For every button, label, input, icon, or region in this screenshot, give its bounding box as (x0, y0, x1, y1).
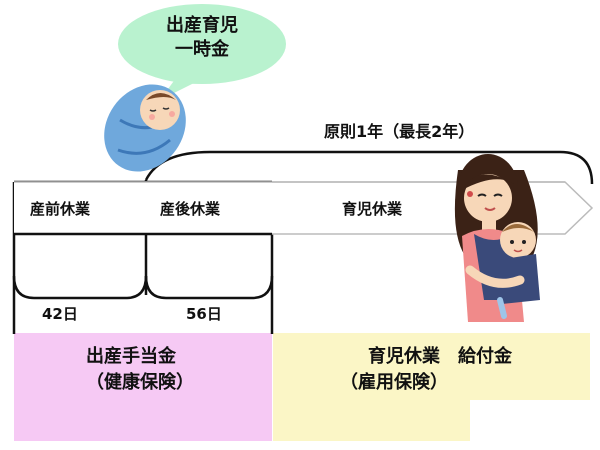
childcare-benefit-title: 育児休業 給付金 (368, 346, 512, 367)
childcare-duration-label: 原則1年（最長2年） (324, 122, 475, 141)
childcare-benefit-label: 育児休業 給付金 （雇用保険） (340, 344, 512, 396)
maternity-allowance-title: 出産手当金 (86, 346, 176, 367)
lump-sum-birth-allowance-label: 出産育児 一時金 (120, 14, 284, 62)
timeline-arrow-band (14, 181, 594, 236)
mother-carrying-baby-illustration (454, 154, 540, 322)
postnatal-days: 56日 (186, 305, 222, 323)
swaddled-baby-illustration (104, 84, 186, 172)
childcare-leave-label: 育児休業 (342, 200, 403, 218)
childcare-benefit-box (273, 333, 590, 441)
prenatal-leave-label: 産前休業 (30, 200, 91, 218)
bubble-line-2: 一時金 (175, 39, 229, 60)
postnatal-leave-label: 産後休業 (160, 200, 221, 218)
prenatal-days: 42日 (42, 305, 78, 323)
maternity-allowance-insurance: （健康保険） (86, 372, 194, 393)
maternity-benefit-box (14, 333, 272, 441)
maternity-allowance-label: 出産手当金 （健康保険） (86, 344, 194, 396)
childcare-benefit-insurance: （雇用保険） (340, 372, 448, 393)
bubble-line-1: 出産育児 (166, 15, 238, 36)
